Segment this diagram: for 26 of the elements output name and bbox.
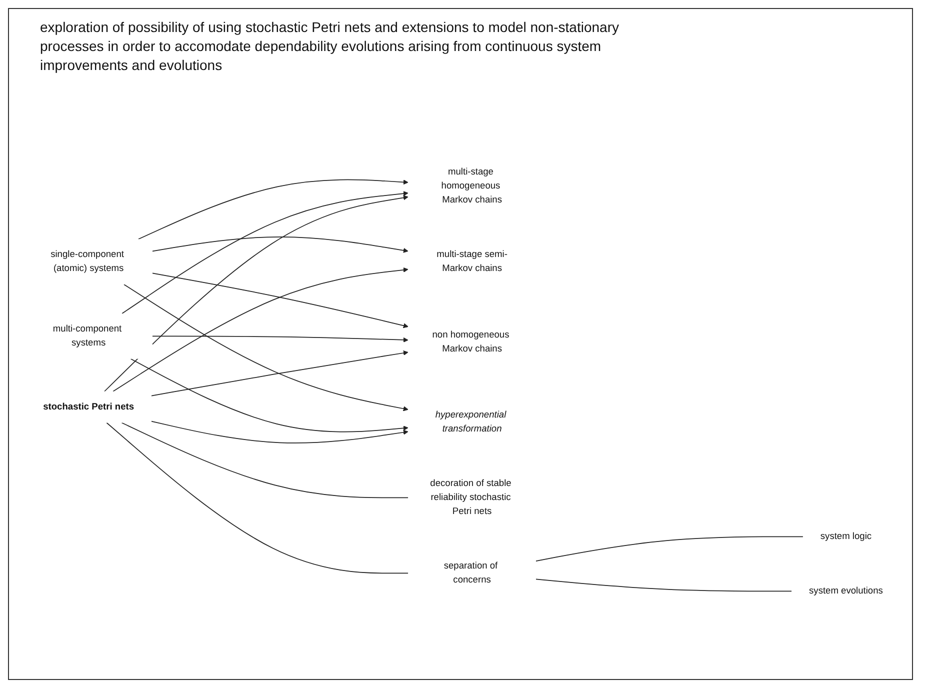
connector — [106, 422, 409, 574]
arrow — [151, 350, 408, 396]
arrow — [112, 268, 408, 392]
arrow — [130, 358, 408, 432]
connector — [536, 579, 792, 592]
arrow — [122, 191, 408, 314]
arrow — [124, 284, 408, 412]
node-text: multi-stage semi-Markov chains — [436, 250, 508, 274]
arrow — [152, 273, 408, 328]
node-text: stochastic Petri nets — [43, 402, 134, 412]
node-text: non homogeneous Markov chains — [432, 330, 510, 354]
node-text: hyperexponential transformation — [435, 410, 506, 434]
arrow — [151, 421, 408, 444]
arrow — [152, 336, 408, 343]
node-text: multi-stage homogeneous Markov chains — [441, 167, 502, 206]
arrow — [138, 179, 408, 240]
node-text: decoration of stable reliability stochastic Petri nets — [430, 478, 512, 516]
connector — [121, 422, 409, 498]
title: exploration of possibility of using stochastic Petri nets and extensions to model non-stationary processes in order to accomodate dependability evolutions arising from continuous system improvements and evolutions — [40, 18, 620, 75]
connector — [536, 536, 804, 562]
arrow — [104, 195, 408, 392]
arrow — [152, 236, 408, 254]
node-text: separation of concerns — [444, 561, 498, 586]
node-text: system logic — [820, 532, 872, 542]
node-text: system evolutions — [809, 586, 883, 596]
node-text: single-component (atomic) systems — [50, 250, 124, 274]
